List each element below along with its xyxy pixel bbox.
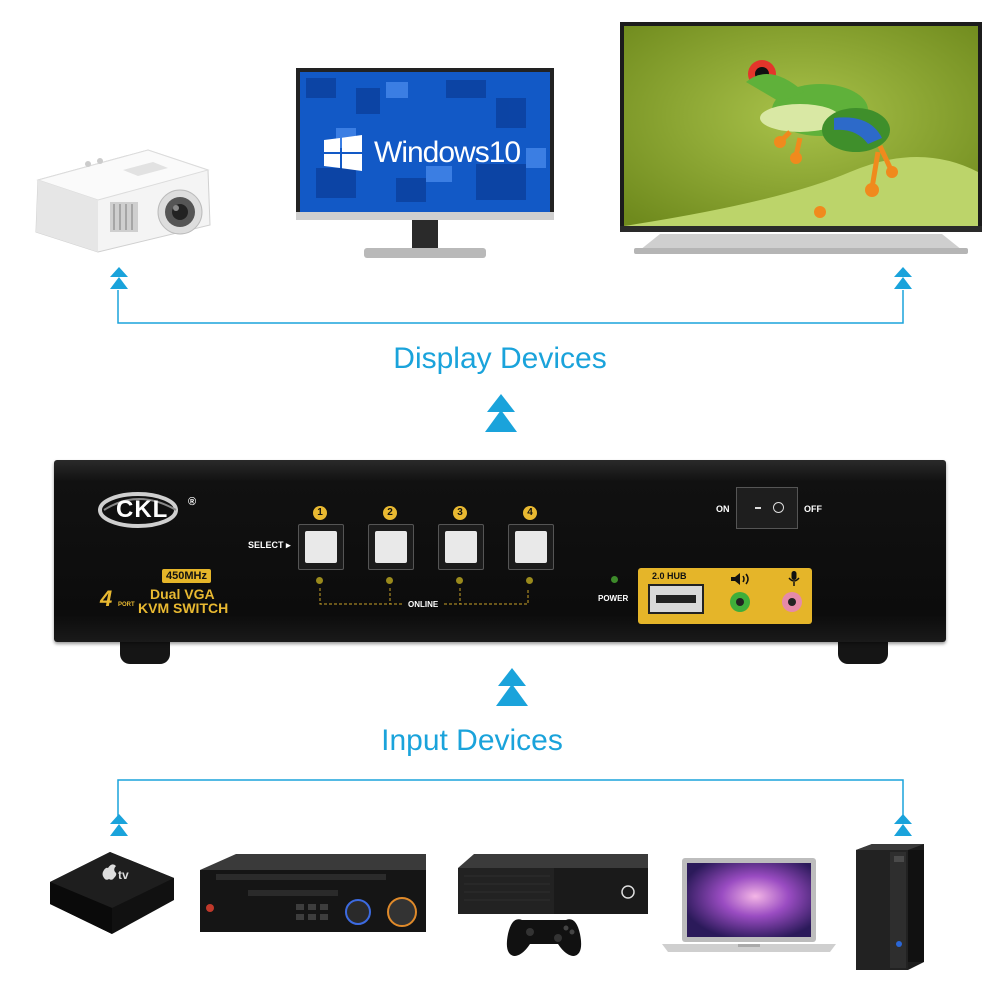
port-number-4: 4 — [523, 506, 537, 520]
model-line-1: Dual VGA — [150, 586, 215, 602]
switch-off-label: OFF — [804, 504, 822, 514]
brand-logo-text: CKL — [116, 496, 169, 523]
game-console-image — [454, 850, 650, 962]
select-button-4[interactable] — [508, 524, 554, 570]
online-led-2 — [386, 577, 393, 584]
monitor-image: Windows10 — [296, 68, 554, 264]
kvm-foot-left — [120, 638, 170, 664]
select-button-2[interactable] — [368, 524, 414, 570]
online-led-1 — [316, 577, 323, 584]
input-devices-heading: Input Devices — [381, 724, 563, 757]
power-label: POWER — [598, 594, 629, 603]
apple-tv-text: tv — [118, 868, 129, 882]
microphone-icon — [788, 571, 800, 586]
power-led — [611, 576, 618, 583]
desktop-pc-image — [852, 842, 928, 972]
port-number-3: 3 — [453, 506, 467, 520]
io-panel: 2.0 HUB — [638, 568, 812, 624]
ckl-logo-icon — [98, 492, 178, 528]
arrow-up-icon — [496, 668, 528, 706]
kvm-foot-right — [838, 638, 888, 664]
arrow-up-icon — [894, 814, 912, 836]
select-button-3[interactable] — [438, 524, 484, 570]
frog-shape — [746, 60, 898, 218]
dvr-image — [196, 850, 428, 938]
online-led-3 — [456, 577, 463, 584]
switch-on-label: ON — [716, 504, 730, 514]
arrow-up-icon — [485, 394, 517, 432]
speaker-icon — [731, 573, 749, 585]
online-led-4 — [526, 577, 533, 584]
select-label: SELECT ▸ — [248, 540, 291, 550]
arrow-up-icon — [110, 814, 128, 836]
display-devices-heading: Display Devices — [393, 342, 607, 375]
power-rocker-switch[interactable] — [736, 487, 798, 529]
apple-tv-image: tv — [46, 842, 178, 938]
audio-out-jack[interactable] — [730, 592, 750, 612]
port-count: 4 — [100, 586, 113, 611]
port-word: PORT — [118, 602, 135, 608]
kvm-switch: CKL ® 450MHz 4 PORT Dual VGA KVM SWITCH … — [54, 460, 946, 642]
input-connector-lines — [117, 779, 904, 820]
mic-in-jack[interactable] — [782, 592, 802, 612]
projector-image — [28, 140, 218, 260]
usb-port[interactable] — [648, 584, 704, 614]
select-button-1[interactable] — [298, 524, 344, 570]
arrow-up-icon — [894, 267, 912, 289]
arrow-up-icon — [110, 267, 128, 289]
frequency-badge: 450MHz — [162, 569, 211, 583]
laptop-image — [660, 856, 838, 956]
port-number-1: 1 — [313, 506, 327, 520]
tv-image — [620, 22, 982, 258]
port-number-2: 2 — [383, 506, 397, 520]
usb-hub-label: 2.0 HUB — [652, 571, 687, 581]
model-line-2: KVM SWITCH — [138, 600, 229, 616]
monitor-screen-text: Windows10 — [374, 136, 521, 169]
display-connector-lines — [117, 290, 904, 324]
online-label: ONLINE — [404, 600, 443, 609]
registered-mark: ® — [188, 496, 197, 508]
